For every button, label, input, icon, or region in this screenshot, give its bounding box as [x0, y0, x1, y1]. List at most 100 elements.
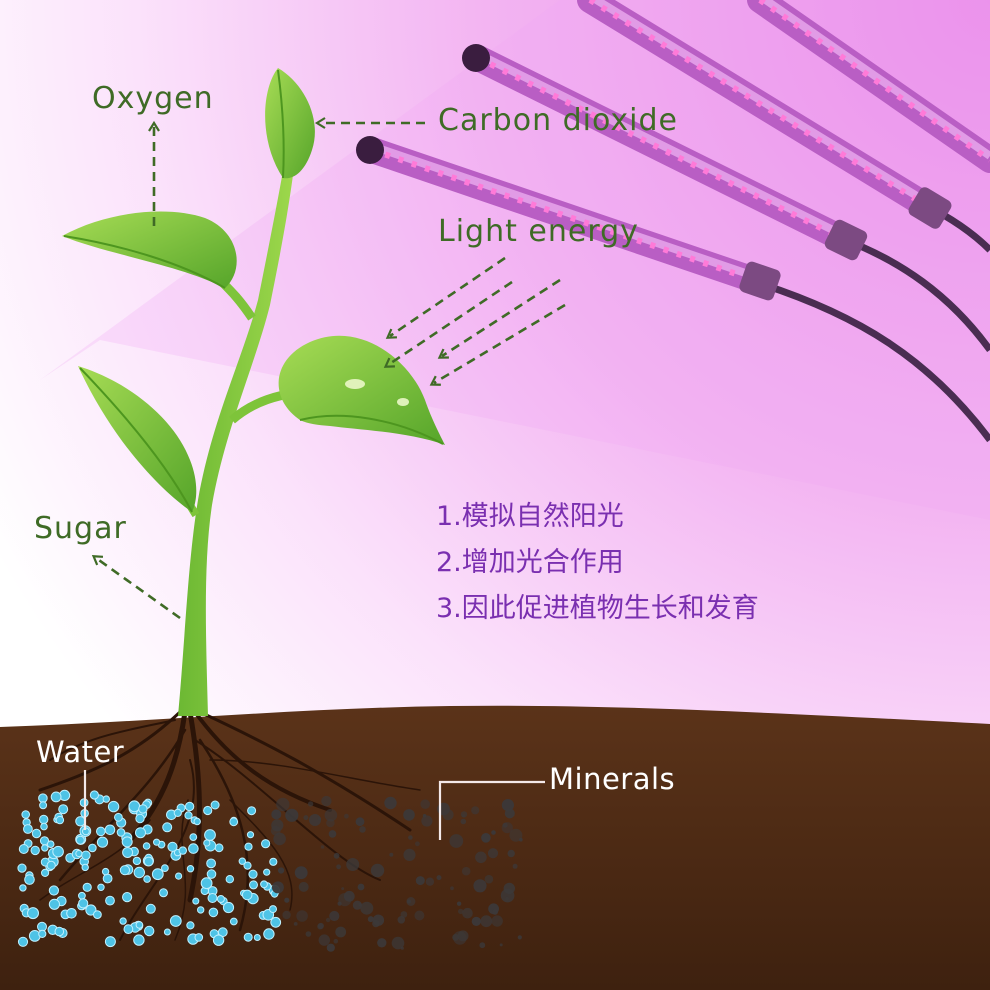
mineral-particle [284, 898, 289, 903]
water-droplet [120, 866, 129, 875]
mineral-particle [473, 879, 486, 892]
mineral-particle [416, 876, 425, 885]
mineral-particle [462, 867, 471, 876]
mineral-particle [308, 801, 313, 806]
water-droplet [18, 937, 27, 946]
mineral-particle [346, 858, 359, 871]
water-droplet [163, 823, 172, 832]
mineral-particle [398, 916, 406, 924]
water-droplet [49, 899, 59, 909]
mineral-particle [384, 797, 396, 809]
water-droplet [47, 841, 54, 848]
benefit-list: 1.模拟自然阳光 2.增加光合作用 3.因此促进植物生长和发育 [436, 494, 759, 632]
mineral-particle [471, 806, 479, 814]
mineral-particle [403, 809, 415, 821]
water-droplet [83, 883, 91, 891]
mineral-particle [271, 809, 281, 819]
mineral-particle [321, 796, 331, 806]
water-droplet [97, 827, 106, 836]
mineral-particle [504, 883, 515, 894]
water-droplet [143, 843, 150, 850]
mineral-particle [472, 917, 481, 926]
water-droplet [152, 869, 163, 880]
mineral-particle [505, 897, 509, 901]
light-energy-label: Light energy [438, 217, 639, 247]
sugar-label: Sugar [34, 514, 127, 544]
benefit-item-3: 3.因此促进植物生长和发育 [436, 586, 759, 632]
water-droplet [55, 927, 64, 936]
water-droplet [187, 922, 194, 929]
mineral-particle [327, 944, 335, 952]
mineral-particle [329, 830, 337, 838]
mineral-particle [321, 845, 325, 849]
mineral-particle [492, 909, 498, 915]
water-droplet [76, 850, 82, 856]
water-droplet [250, 881, 258, 889]
mineral-particle [306, 931, 312, 937]
water-droplet [209, 908, 218, 917]
water-droplet [133, 857, 140, 864]
mineral-particle [453, 931, 467, 945]
water-droplet [117, 829, 125, 837]
water-droplet [201, 878, 212, 889]
mineral-particle [338, 902, 342, 906]
water-droplet [170, 916, 181, 927]
mineral-particle [449, 834, 463, 848]
mineral-particle [278, 867, 284, 873]
mineral-particle [500, 943, 503, 946]
water-droplet [18, 864, 26, 872]
mineral-particle [426, 878, 434, 886]
minerals-label: Minerals [549, 765, 675, 794]
mineral-particle [423, 814, 427, 818]
water-droplet [122, 837, 132, 847]
water-droplet [162, 865, 169, 872]
mineral-particle [462, 908, 473, 919]
water-droplet [41, 823, 48, 830]
water-droplet [20, 885, 26, 891]
water-droplet [261, 881, 268, 888]
water-droplet [98, 884, 104, 890]
water-droplet [185, 802, 193, 810]
mineral-particle [344, 891, 355, 902]
mineral-particle [335, 927, 346, 938]
water-droplet [53, 846, 64, 857]
water-label: Water [36, 738, 124, 767]
water-droplet [211, 801, 219, 809]
water-droplet [106, 896, 115, 905]
water-droplet [134, 935, 144, 945]
mineral-particle [318, 817, 321, 820]
mineral-particle [420, 799, 430, 809]
water-droplet [47, 861, 55, 869]
mineral-particle [360, 902, 373, 915]
water-droplet [97, 837, 107, 847]
mineral-particle [299, 882, 309, 892]
water-droplet [49, 886, 58, 895]
water-droplet [154, 839, 160, 845]
water-droplet [160, 889, 168, 897]
mineral-particle [458, 909, 463, 914]
water-droplet [207, 859, 216, 868]
mineral-particle [450, 886, 454, 890]
mineral-particle [296, 910, 308, 922]
water-droplet [194, 818, 200, 824]
water-droplet [40, 802, 47, 809]
water-droplet [204, 840, 210, 846]
mineral-particle [368, 916, 374, 922]
mineral-particle [317, 924, 323, 930]
water-droplet [226, 876, 233, 883]
mineral-particle [358, 884, 365, 891]
mineral-particle [479, 942, 485, 948]
water-droplet [82, 864, 88, 870]
mineral-particle [508, 850, 515, 857]
water-droplet [245, 843, 252, 850]
water-droplet [164, 929, 170, 935]
water-droplet [187, 866, 193, 872]
mineral-particle [282, 911, 290, 919]
water-droplet [134, 867, 144, 877]
water-droplet [29, 931, 40, 942]
oxygen-label: Oxygen [92, 84, 214, 114]
water-droplet [254, 935, 260, 941]
water-droplet [195, 934, 203, 942]
mineral-particle [505, 808, 515, 818]
